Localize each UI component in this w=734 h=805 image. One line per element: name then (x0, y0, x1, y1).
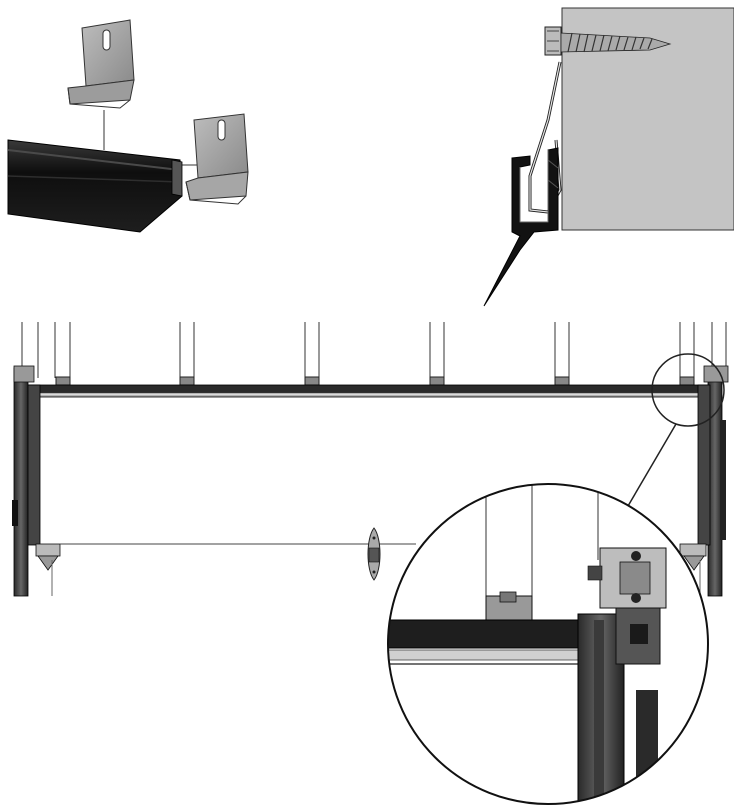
hanger-wires (21, 322, 727, 378)
rail-channel (483, 147, 559, 307)
front-elevation-view (12, 322, 729, 597)
upper-bracket (67, 19, 135, 109)
center-hinge (367, 527, 381, 581)
clip-block (679, 376, 695, 386)
bracket-exploded-view (7, 19, 249, 233)
clip-block (429, 376, 445, 386)
right-post (679, 365, 729, 597)
bracket-slot (102, 29, 111, 51)
clip-block (179, 376, 195, 386)
detail-circle (387, 483, 709, 805)
bracket-slot (217, 119, 226, 141)
wall-section-view (483, 7, 734, 307)
clip-block (304, 376, 320, 386)
detail-magnifier (387, 353, 725, 805)
clip-block (55, 376, 71, 386)
source-circle (651, 353, 725, 427)
top-rail-profile (7, 139, 183, 233)
clip-blocks (55, 376, 695, 386)
left-post (12, 365, 61, 597)
top-rail (27, 384, 713, 398)
screw (544, 26, 672, 56)
lower-bracket (185, 113, 249, 205)
detail-content (388, 484, 708, 804)
leader-line (627, 423, 677, 507)
clip-block (554, 376, 570, 386)
